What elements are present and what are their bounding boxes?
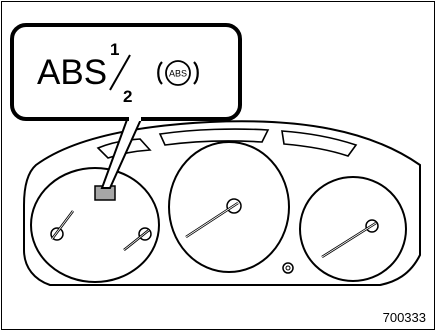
left-gauge	[30, 167, 160, 283]
center-gauge-needle	[185, 198, 242, 239]
svg-text:ABS: ABS	[169, 69, 187, 79]
abs-warning-icon: ABS	[157, 60, 199, 86]
cluster-top-bezel-right	[281, 130, 358, 157]
left-gauge-needle-1	[50, 210, 74, 241]
callout-bubble	[10, 23, 242, 121]
callout-slash	[109, 54, 131, 91]
right-gauge	[299, 176, 407, 282]
right-gauge-needle	[321, 219, 379, 259]
left-gauge-needle-2	[123, 227, 152, 251]
callout-subscript: 2	[123, 87, 132, 106]
callout-abs-label: ABS	[37, 53, 107, 92]
figure-number: 700333	[382, 310, 426, 325]
callout-superscript: 1	[110, 40, 119, 59]
cluster-top-bezel-center	[158, 128, 270, 146]
